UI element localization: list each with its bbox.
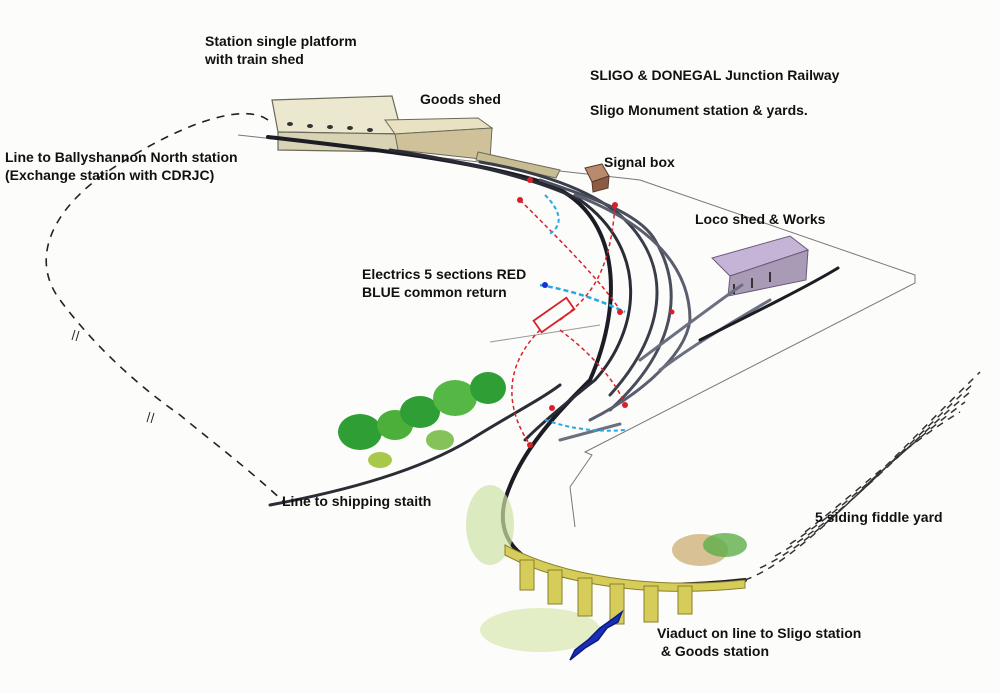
- red-wire-2: [559, 329, 626, 406]
- yard-track-1: [388, 148, 633, 442]
- yard-track-3: [538, 178, 673, 412]
- baseboard-inner-edge: [489, 324, 601, 343]
- red-wire-3: [511, 329, 541, 446]
- ballyshannon-line-dashed: [45, 112, 286, 504]
- shipping-staith-track: [268, 383, 562, 507]
- line-break-marks: [71, 329, 155, 424]
- title-line-2: Sligo Monument station & yards.: [590, 102, 808, 118]
- blue-wire-3: [544, 419, 626, 432]
- loco-shed-label: Loco shed & Works: [695, 211, 826, 227]
- blue-wire-1: [539, 283, 626, 314]
- goods-shed-label: Goods shed: [420, 91, 501, 107]
- red-wire-4: [559, 204, 616, 321]
- fiddle-yard-sidings: [744, 371, 981, 581]
- section-feeds: [517, 177, 675, 448]
- diagram-subtitle: Sligo Monument station & yards.: [590, 101, 808, 119]
- river: [569, 609, 624, 661]
- station-label: Station single platform with train shed: [205, 33, 357, 67]
- loco-shed-building: [711, 235, 810, 297]
- blue-wire-2: [544, 194, 560, 236]
- signal-box-building: [584, 163, 610, 193]
- signal-box-label: Signal box: [604, 154, 675, 170]
- title-line-1: SLIGO & DONEGAL Junction Railway: [590, 67, 840, 83]
- station-building: [271, 95, 405, 153]
- loco-yard-track-b: [658, 298, 772, 372]
- embankment-scrub: [466, 485, 747, 652]
- diagram-title: SLIGO & DONEGAL Junction Railway: [590, 66, 839, 84]
- ballyshannon-label: Line to Ballyshannon North station (Exch…: [5, 149, 238, 183]
- control-panel: [532, 282, 576, 334]
- shipping-label: Line to shipping staith: [282, 493, 432, 509]
- yard-track-4: [573, 193, 692, 422]
- trees-cluster: [338, 372, 506, 468]
- fiddle-yard-label: 5 siding fiddle yard: [815, 509, 943, 525]
- track-layout: [266, 135, 840, 587]
- electrics-label: Electrics 5 sections RED BLUE common ret…: [362, 266, 527, 300]
- red-wire-1: [519, 199, 621, 311]
- goods-shed-building: [384, 117, 561, 179]
- baseboard-outline: [237, 134, 916, 528]
- loco-yard-track-c: [698, 266, 840, 342]
- viaduct-label: Viaduct on line to Sligo station & Goods…: [657, 625, 862, 659]
- loco-yard-track-a: [638, 283, 744, 362]
